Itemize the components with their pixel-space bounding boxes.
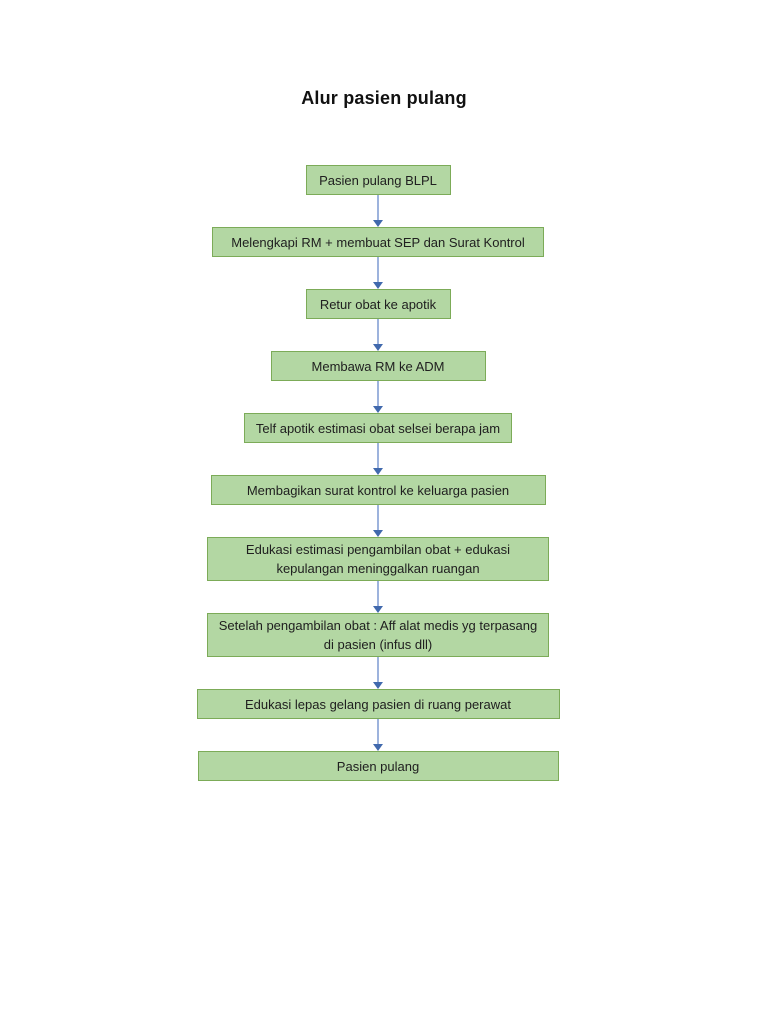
flow-step-label: Membawa RM ke ADM [311, 358, 445, 374]
flow-step: Edukasi estimasi pengambilan obat + eduk… [207, 537, 549, 581]
arrow-stem [377, 195, 379, 220]
down-arrow [373, 657, 383, 689]
flow-step: Setelah pengambilan obat : Aff alat medi… [207, 613, 549, 657]
arrow-head-icon [373, 406, 383, 413]
arrow-stem [377, 505, 379, 530]
flow-step-label: Melengkapi RM + membuat SEP dan Surat Ko… [231, 234, 525, 250]
flow-step: Membagikan surat kontrol ke keluarga pas… [210, 475, 546, 505]
flow-step: Pasien pulang [197, 751, 559, 781]
arrow-head-icon [373, 344, 383, 351]
flow-step: Edukasi lepas gelang pasien di ruang per… [196, 689, 560, 719]
arrow-head-icon [373, 744, 383, 751]
arrow-head-icon [373, 530, 383, 537]
down-arrow [373, 257, 383, 289]
arrow-head-icon [373, 682, 383, 689]
arrow-head-icon [373, 282, 383, 289]
flowchart: Pasien pulang BLPL Melengkapi RM + membua… [0, 165, 762, 781]
arrow-stem [377, 443, 379, 468]
arrow-head-icon [373, 468, 383, 475]
flow-step-label: Telf apotik estimasi obat selsei berapa … [255, 420, 501, 436]
flow-step-label: Edukasi lepas gelang pasien di ruang per… [245, 696, 511, 712]
flow-step: Pasien pulang BLPL [305, 165, 451, 195]
flow-step-label: Setelah pengambilan obat : Aff alat medi… [218, 618, 538, 652]
arrow-head-icon [373, 220, 383, 227]
down-arrow [373, 381, 383, 413]
arrow-stem [377, 319, 379, 344]
down-arrow [373, 581, 383, 613]
flow-step-label: Pasien pulang BLPL [319, 172, 437, 188]
down-arrow [373, 505, 383, 537]
down-arrow [373, 443, 383, 475]
flow-step-label: Retur obat ke apotik [319, 296, 437, 312]
down-arrow [373, 319, 383, 351]
arrow-stem [377, 581, 379, 606]
arrow-stem [377, 257, 379, 282]
flow-step: Telf apotik estimasi obat selsei berapa … [244, 413, 512, 443]
flow-step-label: Pasien pulang [336, 758, 420, 774]
flow-step-label: Edukasi estimasi pengambilan obat + eduk… [245, 542, 511, 576]
flow-step: Melengkapi RM + membuat SEP dan Surat Ko… [212, 227, 544, 257]
down-arrow [373, 719, 383, 751]
down-arrow [373, 195, 383, 227]
arrow-stem [377, 719, 379, 744]
arrow-stem [377, 657, 379, 682]
flow-step-label: Membagikan surat kontrol ke keluarga pas… [246, 482, 510, 498]
flow-step: Membawa RM ke ADM [270, 351, 486, 381]
arrow-stem [377, 381, 379, 406]
page-title: Alur pasien pulang [301, 88, 467, 108]
flow-step: Retur obat ke apotik [305, 289, 451, 319]
arrow-head-icon [373, 606, 383, 613]
